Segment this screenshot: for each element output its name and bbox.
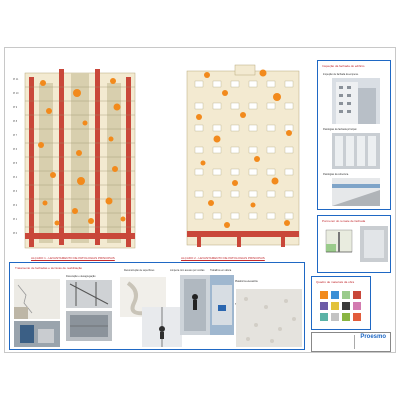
building-photo <box>332 78 380 124</box>
bottom-note: Fissuração e desagregação <box>66 275 96 278</box>
inspection-panel-title: Inspeção da fachada do edifício <box>322 64 365 68</box>
facade-photo <box>332 133 380 169</box>
level-label: Pi 11 <box>13 78 19 81</box>
detail-photo <box>360 226 388 262</box>
level-label: Pi 2 <box>13 204 18 207</box>
inspection-item: Patologias da fachada principal. <box>323 128 357 131</box>
left-elevation-caption: ALÇADO 1 - LEVANTAMENTO DE PATOLOGIAS PR… <box>31 256 115 260</box>
right-elevation-caption: ALÇADO 2 - LEVANTAMENTO DE PATOLOGIAS PR… <box>181 256 265 260</box>
bottom-note: Trabalhos em altura <box>210 269 232 272</box>
level-label: Pi 10 <box>13 92 19 95</box>
bottom-note: Reconstrução de superfícies <box>124 269 155 272</box>
level-label: Pi 9 <box>13 106 18 109</box>
legend-panel: Quadro de materiais da obra <box>311 276 371 330</box>
level-label: Pi 6 <box>13 148 18 151</box>
level-label: Pi 8 <box>13 120 18 123</box>
wall-crack-photo <box>14 279 60 319</box>
bottom-photos-panel: Tratamento de fachadas e técnicas de rea… <box>9 262 305 350</box>
texture-finish-photo <box>236 289 302 347</box>
worker-height-photo <box>180 275 210 335</box>
level-label: Pi 4 <box>13 176 18 179</box>
inspection-item: Patologias da cobertura. <box>323 173 349 176</box>
rope-access-photo <box>142 307 182 347</box>
cladding-photo <box>66 311 112 341</box>
metal-frame-photo <box>66 280 112 308</box>
bottom-note: Plataforma elevatória <box>235 280 258 283</box>
company-name: Proesmo <box>360 334 386 340</box>
legend-panel-title: Quadro de materiais da obra <box>316 280 355 284</box>
lift-platform-photo <box>210 275 234 335</box>
level-label: Pi 1 <box>13 218 18 221</box>
scaffold-photo <box>14 321 60 347</box>
legend-swatches <box>320 291 361 321</box>
level-label: Pi 5 <box>13 162 18 165</box>
roof-photo <box>332 178 380 206</box>
level-label: Pi 7 <box>13 134 18 137</box>
level-label: Pi 0 <box>13 232 18 235</box>
right-elevation-drawing <box>186 64 300 247</box>
bottom-note: Limpeza com acesso por cordas <box>170 269 205 272</box>
left-elevation-drawing <box>24 69 136 249</box>
bottom-panel-title: Tratamento de fachadas e técnicas de rea… <box>15 266 83 270</box>
left-level-labels: Pi 11 Pi 10 Pi 9 Pi 8 Pi 7 Pi 6 Pi 5 Pi … <box>13 73 18 241</box>
level-label: Pi 3 <box>13 190 18 193</box>
inspection-panel: Inspeção da fachada do edifício Inspeção… <box>317 60 391 210</box>
title-block: Proesmo <box>311 332 391 352</box>
detail-panel: Pormenor do remate de fachada <box>317 215 391 273</box>
detail-drawing <box>325 229 353 253</box>
title-block-info <box>314 335 355 349</box>
inspection-item: Inspeção de fachada da empena. <box>323 73 359 76</box>
drawing-sheet: Pi 11 Pi 10 Pi 9 Pi 8 Pi 7 Pi 6 Pi 5 Pi … <box>4 47 396 353</box>
detail-panel-title: Pormenor do remate de fachada <box>322 219 366 223</box>
